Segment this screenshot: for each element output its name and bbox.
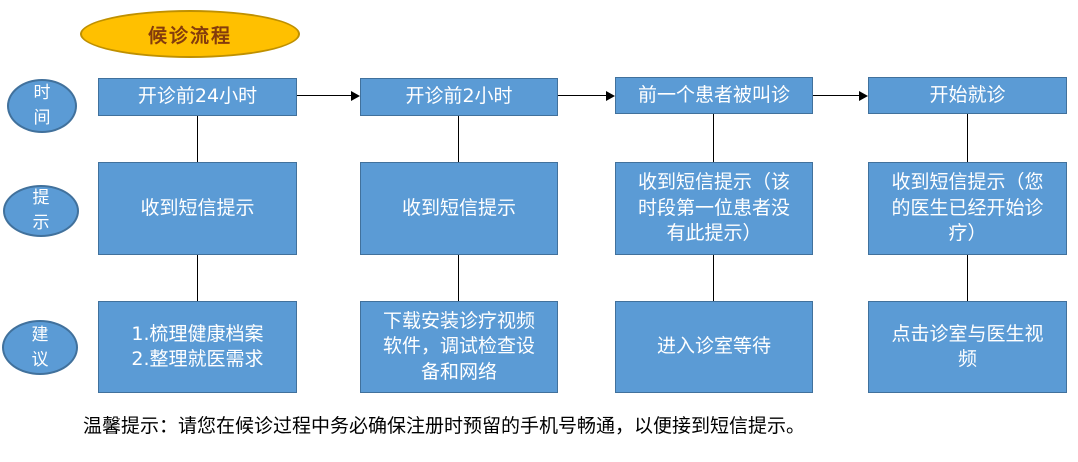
arrow-head-icon: [606, 91, 615, 101]
connector-col2-bottom: [458, 255, 459, 301]
connector-col3-bottom: [713, 255, 714, 301]
row-label-suggestion: 建 议: [2, 320, 78, 375]
connector-col1-bottom: [196, 255, 198, 301]
suggestion-box-1: 1.梳理健康档案 2.整理就医需求: [98, 301, 297, 393]
time-box-3: 前一个患者被叫诊: [615, 77, 813, 114]
prompt-box-3: 收到短信提示（该时段第一位患者没有此提示）: [615, 162, 813, 255]
time-box-4: 开始就诊: [868, 77, 1067, 114]
prompt-box-2: 收到短信提示: [360, 162, 558, 255]
connector-col3-top: [713, 114, 714, 162]
arrow-head-icon: [859, 91, 868, 101]
connector-col2-top: [458, 116, 459, 162]
suggestion-box-2: 下载安装诊疗视频软件，调试检查设备和网络: [360, 301, 558, 393]
time-box-2: 开诊前2小时: [360, 78, 558, 116]
arrow-line-3: [813, 95, 860, 96]
row-label-time: 时 间: [7, 79, 77, 133]
row-label-prompt: 提 示: [3, 185, 79, 237]
footer-note: 温馨提示：请您在候诊过程中务必确保注册时预留的手机号畅通，以便接到短信提示。: [83, 415, 806, 437]
prompt-box-4: 收到短信提示（您的医生已经开始诊疗）: [868, 162, 1067, 255]
suggestion-box-3: 进入诊室等待: [615, 301, 813, 393]
prompt-box-1: 收到短信提示: [98, 162, 297, 255]
connector-col4-bottom: [966, 255, 968, 301]
connector-col4-top: [966, 114, 968, 162]
process-title-ellipse: 候诊流程: [80, 10, 300, 58]
suggestion-box-4: 点击诊室与医生视频: [868, 301, 1067, 393]
connector-col1-top: [196, 116, 198, 162]
arrow-line-2: [558, 95, 607, 96]
arrow-line-1: [297, 95, 351, 96]
arrow-head-icon: [351, 91, 360, 101]
time-box-1: 开诊前24小时: [98, 78, 297, 116]
